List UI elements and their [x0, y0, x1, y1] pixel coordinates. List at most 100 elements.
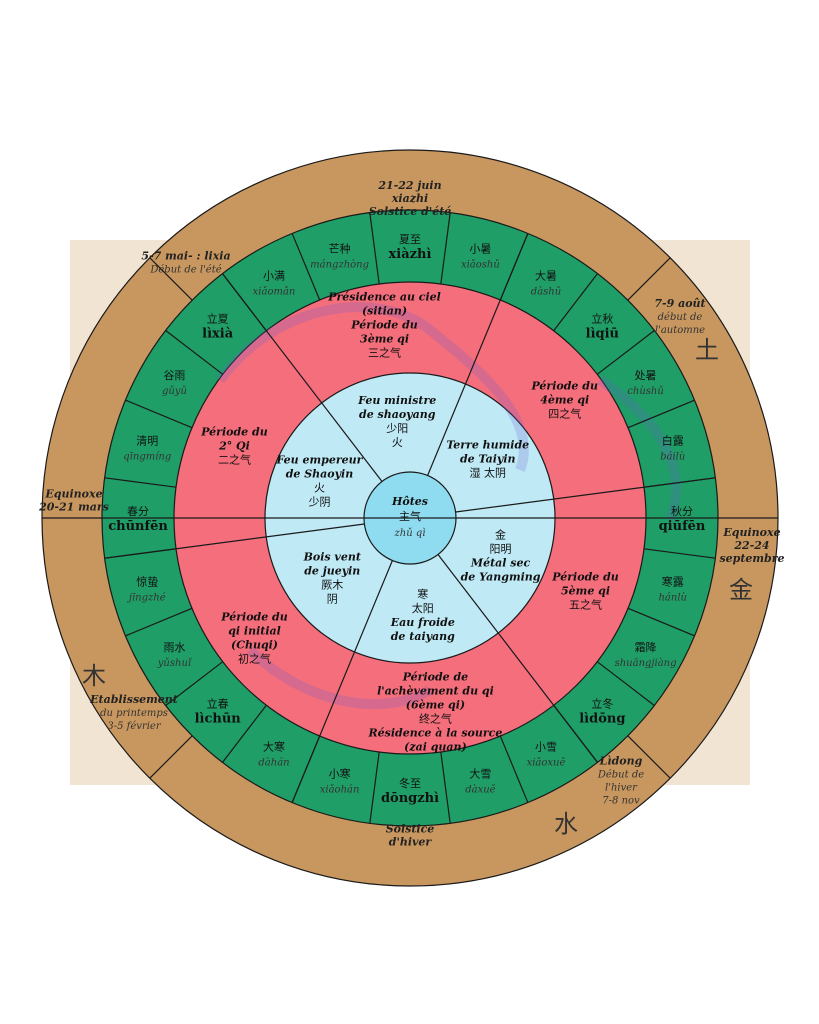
solar-term-pinyin: xiàzhì: [389, 247, 432, 262]
host-qi-line: Feu empereur: [275, 453, 363, 466]
host-qi-line: 太阳: [412, 602, 434, 615]
solar-term-pinyin: chūnfēn: [108, 519, 168, 534]
solar-term: 处暑 chùshǔ: [627, 369, 664, 397]
qi-period-line: Période du: [530, 379, 598, 392]
season-autumn_eq-line: 22-24: [733, 539, 769, 552]
solar-term-zh: 春分: [127, 505, 149, 518]
solar-term-pinyin: jīngzhé: [127, 592, 166, 603]
qi-period-line: Période du: [350, 319, 418, 332]
qi-period-line: 3ème qi: [360, 333, 409, 346]
solar-term: 白露 báilù: [660, 434, 685, 463]
host-qi-line: Eau froide: [390, 616, 455, 629]
solar-term-zh: 小雪: [535, 741, 557, 754]
host-qi-line: de Yangming: [461, 571, 541, 584]
solar-term-pinyin: lìqiū: [586, 327, 619, 342]
term-divider: [165, 661, 224, 706]
solar-term-pinyin: dōngzhì: [381, 791, 439, 806]
qi-period-line: 4ème qi: [540, 393, 589, 406]
qi-period-line: (Chuqi): [231, 638, 278, 651]
term-divider: [596, 661, 655, 706]
qi-period-line: (6ème qi): [406, 698, 465, 711]
solar-term-pinyin: shuāngjiàng: [615, 658, 677, 669]
term-divider: [440, 751, 451, 824]
host-qi-line: 寒: [417, 587, 428, 601]
solar-term-zh: 小寒: [329, 767, 351, 781]
host-qi-line: 厥木: [321, 579, 343, 592]
season-lixia-line: 5-7 mai- : lixia: [141, 250, 230, 263]
solar-term-pinyin: lìdōng: [579, 711, 625, 726]
solar-term-zh: 寒露: [662, 574, 684, 588]
host-qi-line: 阴: [327, 593, 338, 606]
term-divider: [104, 477, 177, 488]
solar-term-pinyin: chùshǔ: [627, 386, 664, 397]
qi-period-line: (zai quan): [404, 740, 467, 753]
qi-period-line: Résidence à la source: [368, 726, 503, 739]
solar-term-zh: 雨水: [163, 641, 185, 654]
term-divider: [553, 273, 598, 332]
solar-term-zh: 小暑: [469, 242, 491, 255]
season-divider: [627, 257, 671, 301]
term-divider: [499, 735, 529, 803]
solar-term-zh: 大暑: [535, 268, 557, 282]
qi-period-line: 二之气: [218, 452, 251, 466]
host-qi-line: 火: [392, 436, 403, 449]
solar-term: 小雪 xiǎoxuě: [527, 741, 566, 769]
solar-term-zh: 夏至: [399, 233, 421, 246]
solar-term-pinyin: xiǎoshǔ: [461, 259, 500, 270]
season-summer-line: Solstice d'été: [369, 205, 452, 218]
solar-term-pinyin: lìxià: [202, 327, 234, 342]
host-qi-line: de shaoyang: [359, 408, 436, 421]
solar-term-zh: 谷雨: [163, 369, 185, 382]
qi-period-line: Période du: [220, 610, 288, 623]
solar-term: 寒露 hánlù: [658, 574, 686, 603]
season-summer-line: xiazhi: [391, 192, 428, 205]
solar-term-pinyin: lìchūn: [195, 711, 242, 726]
season-lidong-line: Lìdong: [599, 755, 643, 768]
solar-term-pinyin: xiǎoxuě: [527, 758, 566, 769]
season-autumn_eq-line: Equinoxe: [722, 526, 780, 539]
qi-divider: [455, 477, 716, 513]
solar-term-pinyin: báilù: [660, 452, 685, 463]
season-lixia-line: Début de l'été: [149, 265, 221, 276]
solar-term: 小暑 xiǎoshǔ: [461, 242, 500, 270]
season-liqiu-line: 7-9 août: [654, 297, 705, 310]
season-summer-line: 21-22 juin: [377, 179, 441, 192]
season-winter-line: Solstice: [386, 823, 435, 836]
qi-periods: Présidence au ciel(sitian)Période du3ème…: [200, 291, 619, 754]
host-qi-line: 火: [314, 481, 325, 494]
solar-term-zh: 小满: [263, 269, 285, 282]
season-spring_eq-line: 20-21 mars: [38, 501, 109, 514]
host-qi-line: de jueyin: [304, 565, 360, 578]
solar-term-zh: 白露: [662, 434, 684, 448]
host-qi-line: 少阳: [386, 422, 408, 435]
qi-period-line: Période de: [402, 670, 469, 683]
season-divider: [149, 257, 193, 301]
host-qi-line: de taiyang: [391, 630, 455, 643]
qi-period-line: 2° Qi: [218, 439, 250, 452]
season-lichun-line: du printemps: [100, 708, 168, 719]
solar-term-pinyin: hánlù: [658, 592, 686, 603]
solar-term-zh: 处暑: [635, 369, 657, 382]
host-qi-line: 阳明: [490, 543, 512, 556]
element-water: 水: [554, 810, 578, 838]
host-qi-line: 金: [495, 528, 506, 542]
